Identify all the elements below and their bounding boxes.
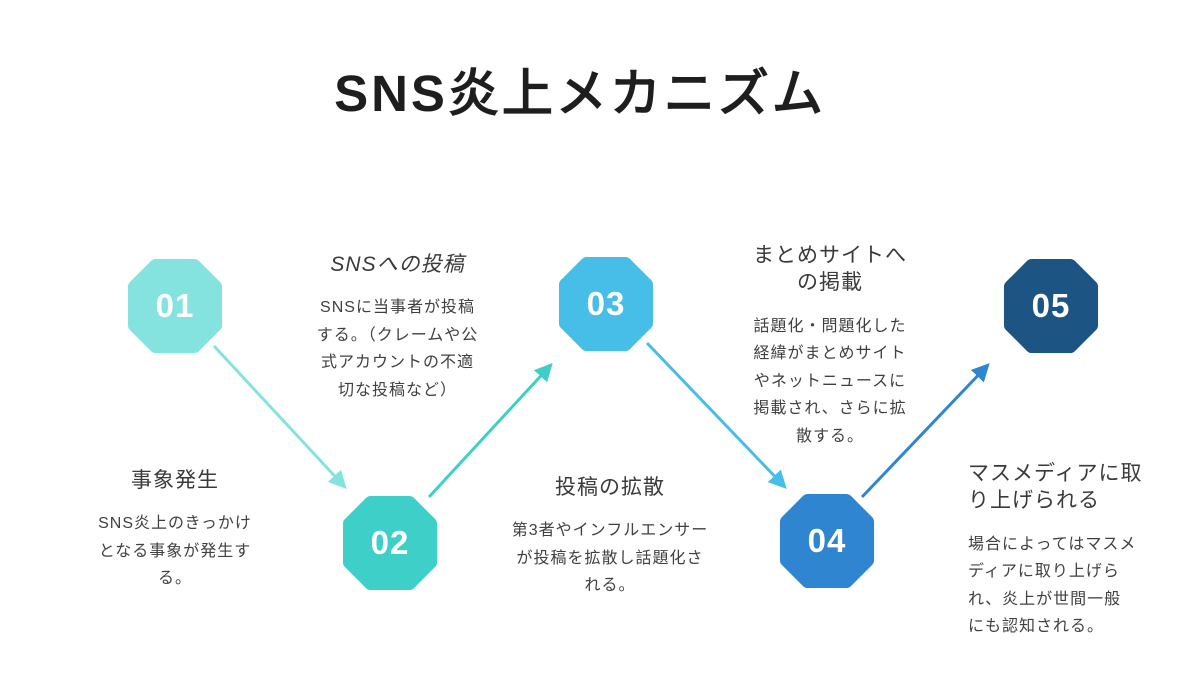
step-3-description: 第3者やインフルエンサーが投稿を拡散し話題化される。 (511, 522, 709, 595)
arrow-step1-to-step2 (212, 344, 347, 489)
step-2-badge: 02 (342, 495, 438, 591)
octagon-shape-icon (1003, 258, 1099, 354)
step-4-text: まとめサイトへの掲載 話題化・問題化した経緯がまとめサイトやネットニュースに掲載… (740, 242, 920, 450)
arrow-step2-to-step3 (427, 363, 553, 499)
page-title: SNS炎上メカニズム (334, 65, 826, 122)
step-2-heading: SNSへの投稿 (330, 253, 465, 276)
step-1-badge: 01 (127, 258, 223, 354)
step-1-text: 事象発生 SNS炎上のきっかけとなる事象が発生する。 (60, 467, 290, 593)
arrow-step4-to-step5 (860, 363, 990, 499)
octagon-shape-icon (558, 256, 654, 352)
step-1-number: 01 (155, 287, 195, 324)
step-3-text: 投稿の拡散 第3者やインフルエンサーが投稿を拡散し話題化される。 (505, 474, 715, 600)
step-1-description: SNS炎上のきっかけとなる事象が発生する。 (98, 515, 252, 588)
octagon-shape-icon (127, 258, 223, 354)
octagon-shape-icon (342, 495, 438, 591)
step-1-heading: 事象発生 (131, 469, 219, 492)
octagon-shape-icon (779, 493, 875, 589)
step-4-badge: 04 (779, 493, 875, 589)
step-4-heading: まとめサイトへの掲載 (753, 244, 907, 295)
step-3-number: 03 (586, 285, 626, 322)
step-5-badge: 05 (1003, 258, 1099, 354)
step-2-description: SNSに当事者が投稿する。（クレームや公式アカウントの不適切な投稿など） (316, 299, 479, 399)
step-5-description: 場合によってはマスメディアに取り上げられ、炎上が世間一般にも認知される。 (968, 535, 1137, 636)
step-5-text: マスメディアに取り上げられる 場合によってはマスメディアに取り上げられ、炎上が世… (968, 460, 1153, 641)
step-3-badge: 03 (558, 256, 654, 352)
step-5-heading: マスメディアに取り上げられる (968, 462, 1143, 513)
step-3-heading: 投稿の拡散 (555, 476, 665, 499)
step-4-number: 04 (807, 522, 847, 559)
step-5-number: 05 (1031, 287, 1071, 324)
step-2-number: 02 (370, 524, 410, 561)
step-4-description: 話題化・問題化した経緯がまとめサイトやネットニュースに掲載され、さらに拡散する。 (753, 317, 907, 445)
step-2-text: SNSへの投稿 SNSに当事者が投稿する。（クレームや公式アカウントの不適切な投… (305, 251, 490, 404)
arrow-step3-to-step4 (645, 341, 787, 489)
